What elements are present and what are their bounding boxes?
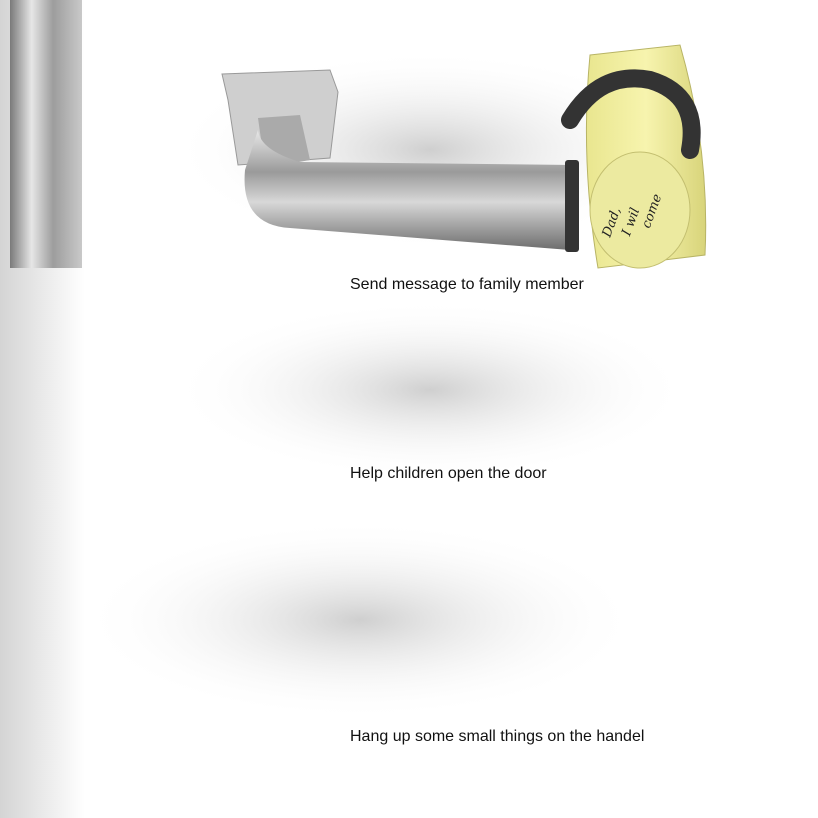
caption-hang: Hang up some small things on the handel [350,728,645,745]
rubber-hook [561,69,701,159]
door-pole [10,0,82,268]
caption-children: Help children open the door [350,465,547,482]
handle-message: Dad, I wil come [221,44,707,269]
caption-message: Send message to family member [350,276,584,293]
